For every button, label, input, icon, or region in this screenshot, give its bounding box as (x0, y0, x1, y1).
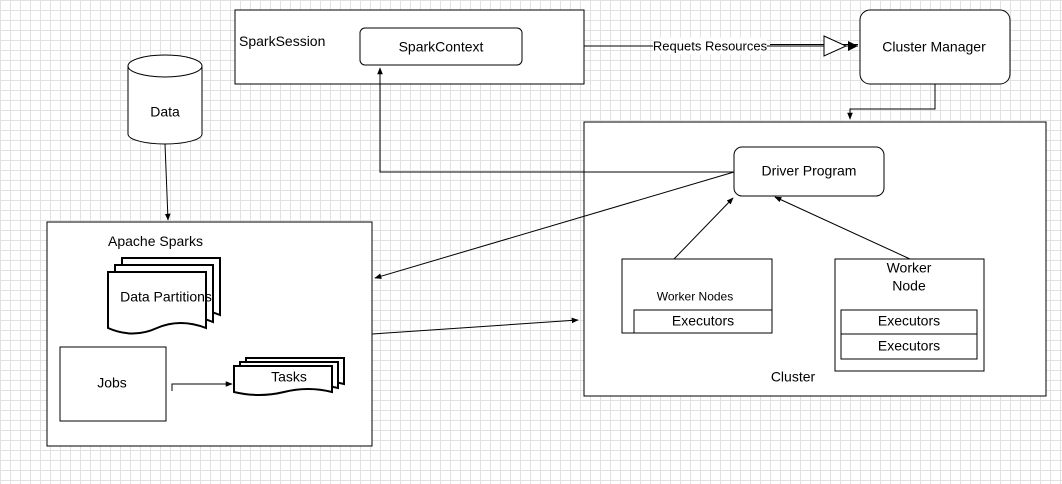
executors-label-2: Executors (877, 312, 941, 329)
data-partitions-label: Data Partitions (120, 288, 212, 305)
edge-driver-to-context (377, 67, 734, 173)
cluster-manager-label: Cluster Manager (882, 38, 986, 55)
edge-manager-to-cluster (847, 84, 936, 120)
edge-data-to-apache (164, 143, 171, 221)
worker-nodes-label: Worker Nodes (656, 289, 734, 304)
data-label: Data (150, 103, 180, 120)
edge-apache-to-cluster (371, 317, 579, 335)
spark-context-box[interactable] (359, 27, 523, 66)
edge-worker-nodes-to-driver (673, 197, 734, 260)
data-partitions-stack[interactable] (107, 257, 221, 335)
spark-session-label: SparkSession (239, 33, 326, 49)
executors-box-3[interactable] (840, 333, 978, 360)
executors-label-1: Executors (671, 312, 735, 329)
executors-box-1[interactable] (633, 309, 773, 334)
apache-sparks-label: Apache Sparks (108, 233, 203, 249)
edge-jobs-to-tasks (171, 381, 233, 391)
worker-node-label-line1: Worker (886, 259, 932, 276)
edge-driver-to-apache (374, 171, 735, 279)
worker-node-label-line2: Node (892, 277, 926, 294)
executors-box-2[interactable] (840, 309, 978, 335)
data-cylinder[interactable] (127, 54, 203, 145)
jobs-label: Jobs (97, 374, 127, 391)
edge-worker-node-to-driver (774, 196, 911, 260)
cluster-label: Cluster (770, 368, 816, 385)
driver-program-label: Driver Program (761, 162, 857, 179)
tasks-label: Tasks (271, 368, 307, 385)
tasks-stack[interactable] (233, 357, 345, 396)
jobs-box[interactable] (59, 346, 167, 422)
executors-label-3: Executors (877, 337, 941, 354)
request-resources-label: Requets Resources (652, 37, 768, 55)
spark-context-label: SparkContext (398, 38, 484, 55)
